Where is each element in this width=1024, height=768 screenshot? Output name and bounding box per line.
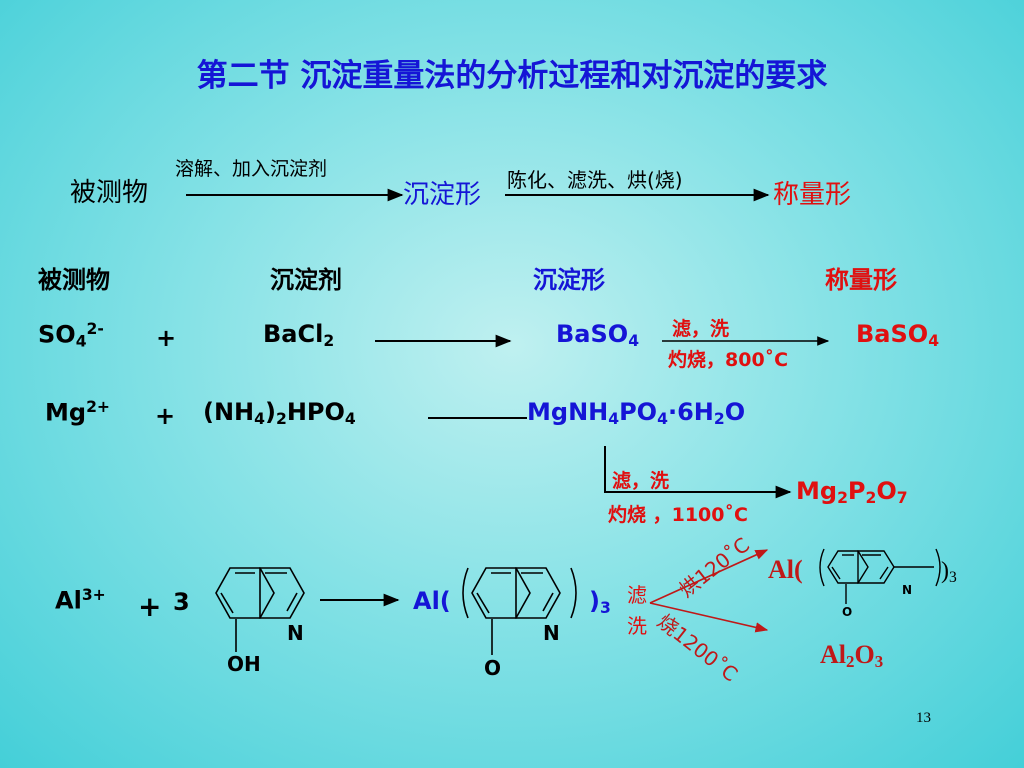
rxn3-prod2: Al2O3 [820,640,884,672]
rxn2-arrow-2 [604,446,792,499]
flow-step1: 溶解、加入沉淀剂 [175,158,328,180]
rxn3-arrow-down [649,602,769,633]
rxn3-complex-al: Al( [413,587,451,615]
flow-step2: 陈化、滤洗、烘(烧) [507,168,683,192]
rxn1-cond1: 滤，洗 [672,318,730,340]
rxn3-prod1-close: )3 [941,558,957,586]
page-number: 13 [916,710,931,726]
rxn3-cond-lv: 滤 [627,583,647,607]
rxn3-o-label-2: O [842,605,853,619]
header-precip-form: 沉淀形 [533,266,605,294]
rxn3-arrow-up [649,549,769,604]
rxn2-plus: + [155,402,176,430]
rxn3-n-label-3: N [902,583,913,597]
rxn2-cond1: 滤，洗 [612,470,670,492]
rxn3-oh-label: OH [227,652,261,676]
rxn3-coef: 3 [173,588,190,616]
header-reagent: 沉淀剂 [270,266,342,294]
rxn2-cond2: 灼烧 ，1100˚C [608,504,748,526]
rxn3-prod1-al: Al( [768,555,803,584]
rxn3-o-label: O [484,656,502,680]
flow-precip-form: 沉淀形 [403,180,482,210]
rxn3-cond-xi: 洗 [627,614,647,638]
rxn1-product: BaSO4 [856,320,940,350]
header-analyte: 被测物 [38,266,110,294]
rxn1-cond2: 灼烧，800˚C [668,349,789,371]
header-weigh-form: 称量形 [825,266,897,294]
rxn2-reagent: (NH4)2HPO4 [203,398,356,428]
rxn1-reagent: BaCl2 [263,320,335,350]
rxn1-precip: BaSO4 [556,320,640,350]
page-title: 第二节 沉淀重量法的分析过程和对沉淀的要求 [196,58,828,94]
rxn2-precip: MgNH4PO4·6H2O [527,398,746,428]
rxn3-n-label-2: N [543,621,560,645]
rxn1-plus: + [156,324,177,352]
rxn2-ion: Mg2+ [45,398,110,427]
flow-analyte: 被测物 [70,178,149,208]
rxn2-product: Mg2P2O7 [796,477,908,507]
complex-structure [462,567,577,655]
rxn1-ion: SO42- [38,320,104,351]
hydroxyquinoline-structure [215,567,305,652]
flow-weigh-form: 称量形 [773,180,852,210]
rxn3-plus: + [138,590,162,623]
product-complex-structure [819,548,941,604]
rxn3-complex-close: )3 [589,587,611,617]
rxn3-n-label-1: N [287,621,304,645]
rxn3-ion: Al3+ [55,586,106,615]
